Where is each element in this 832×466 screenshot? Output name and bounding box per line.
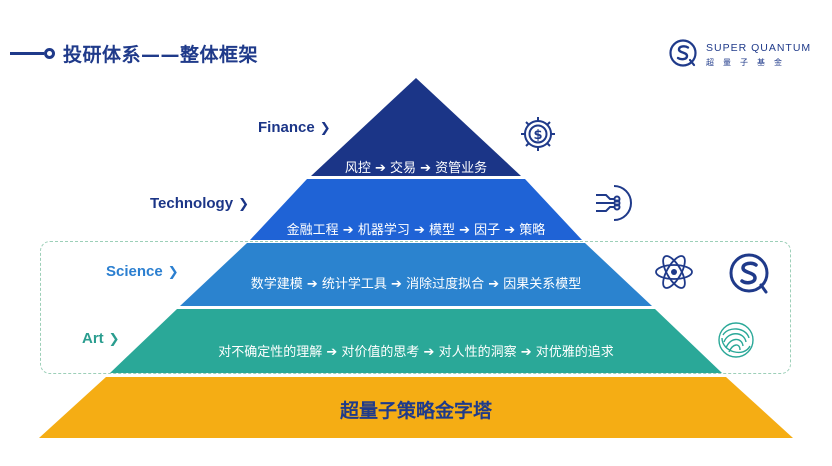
circuit-icon — [596, 185, 632, 221]
layer-finance-content: 风控 ➔ 交易 ➔ 资管业务 — [344, 161, 488, 176]
layer-art-content: 对不确定性的理解 ➔ 对价值的思考 ➔ 对人性的洞察 ➔ 对优雅的追求 — [218, 345, 614, 360]
chevron-right-icon: ❯ — [238, 196, 249, 211]
atom-icon — [655, 255, 693, 289]
science-art-highlight-box — [40, 241, 791, 374]
layer-technology-content: 金融工程 ➔ 机器学习 ➔ 模型 ➔ 因子 ➔ 策略 — [286, 223, 546, 238]
title-line-decoration — [10, 51, 44, 55]
super-quantum-logo-icon — [669, 39, 697, 67]
label-technology-text: Technology — [150, 195, 234, 212]
swirl-icon — [718, 322, 754, 358]
company-logo: SUPER QUANTUM 超量子基金 — [668, 38, 818, 72]
svg-text:$: $ — [533, 128, 542, 143]
label-science-text: Science — [106, 263, 163, 280]
pyramid-layer-finance — [311, 78, 521, 176]
pyramid-layer-art — [110, 309, 722, 373]
label-finance-text: Finance — [258, 119, 315, 136]
page-title: 投研体系——整体框架 — [10, 36, 258, 70]
dollar-gear-icon: $ — [521, 117, 555, 151]
title-circle-decoration — [44, 47, 55, 59]
pyramid-base — [39, 377, 793, 438]
super-quantum-emblem-icon — [729, 253, 769, 294]
label-technology: Technology ❯ — [150, 195, 249, 212]
pyramid-base-title: 超量子策略金字塔 — [339, 400, 493, 422]
pyramid-layer-science — [180, 243, 652, 306]
chevron-right-icon: ❯ — [108, 331, 120, 346]
logo-name-en: SUPER QUANTUM — [706, 42, 812, 54]
page-title-text: 投研体系——整体框架 — [63, 43, 259, 66]
label-art-text: Art — [82, 330, 104, 347]
label-science: Science ❯ — [106, 263, 179, 280]
pyramid-layer-technology — [250, 179, 582, 240]
label-finance: Finance ❯ — [258, 119, 331, 136]
layer-science-content: 数学建模 ➔ 统计学工具 ➔ 消除过度拟合 ➔ 因果关系模型 — [250, 277, 582, 292]
chevron-right-icon: ❯ — [167, 264, 179, 279]
logo-name-cn: 超量子基金 — [706, 58, 791, 67]
label-art: Art ❯ — [82, 330, 120, 347]
chevron-right-icon: ❯ — [319, 120, 331, 135]
